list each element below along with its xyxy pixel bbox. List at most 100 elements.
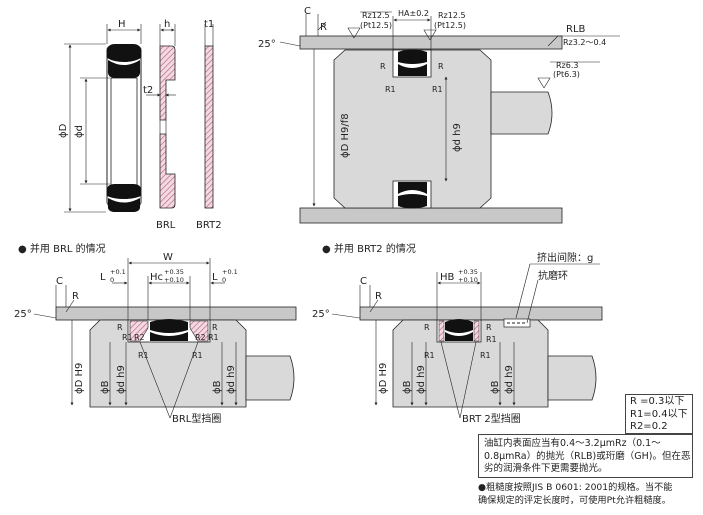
dim-L-left-tol2: 0 [110, 276, 114, 284]
brt2-R1-right: R1 [480, 351, 491, 360]
brl-R: R [72, 291, 79, 302]
groove-R1-left: R1 [385, 85, 396, 94]
rz125-left: Rz12.5 [362, 11, 390, 20]
brt2-C: C [360, 276, 367, 287]
brl-case-view: ● 并用 BRL 的情况 W L +0.1 0 Hc +0.35 +0.10 L… [14, 242, 297, 425]
brt2-case-view: ● 并用 BRT2 的情况 HB +0.35 +0.10 C R 25° R R… [312, 242, 603, 425]
seal-top [398, 49, 427, 76]
dim-H-label: H [118, 19, 126, 30]
dim-HB-tol1: +0.35 [458, 268, 478, 276]
seal-top-profile [107, 44, 141, 78]
brt2-phiB-right: ϕB [490, 380, 501, 394]
dim-C-label: C [304, 6, 311, 17]
brl-R2-left: R2 [134, 333, 145, 342]
brt2-label: BRT2 [196, 220, 222, 231]
angle-25-label: 25° [258, 39, 276, 50]
radius-line-1: R =0.3以下 [630, 396, 685, 407]
brl-backup-left [129, 320, 149, 342]
groove-R-left: R [380, 62, 386, 71]
rz63-label: Rz6.3 [556, 61, 578, 70]
dim-h-label: h [164, 19, 170, 30]
radius-line-3: R2=0.2 [630, 421, 668, 432]
dim-phid-label: ϕd [74, 125, 85, 138]
dim-HB: HB [440, 272, 455, 283]
groove-R-right: R [438, 62, 444, 71]
dim-L-right-tol: +0.1 [222, 268, 238, 276]
brl-R1-left: R1 [122, 333, 133, 342]
brl-C: C [56, 276, 63, 287]
brt2-ring [204, 45, 214, 209]
seal-ring-inner [110, 77, 138, 189]
brl-R-left: R [117, 323, 123, 332]
brl-phiD-H9: ϕD H9 [74, 363, 85, 394]
rz32-label: Rz3.2～0.4 [563, 38, 606, 47]
brl-cylinder-wall [55, 306, 297, 321]
wear-ring-label: 抗磨环 [538, 269, 568, 282]
brl-phid-h9: ϕd h9 [116, 365, 127, 394]
note-line-1: 油缸内表面应当有0.4～3.2μmRz（0.1～ [484, 438, 661, 449]
pt125-left: (Pt12.5) [360, 21, 392, 30]
brt2-backup-ring-right [473, 320, 480, 342]
seal-profile-view: H h t1 t2 ϕD ϕd BRL BRT2 [58, 19, 222, 231]
surface-finish-note: 油缸内表面应当有0.4～3.2μmRz（0.1～ 0.8μmRa）的抛光（RLB… [478, 434, 693, 478]
brt2-case-heading: ● 并用 BRT2 的情况 [322, 242, 416, 255]
brt2-backup-ring [438, 320, 445, 342]
brt2-phiB: ϕB [402, 380, 413, 394]
seal-bottom-profile [107, 184, 141, 212]
dim-Hc-tol1: +0.35 [164, 268, 184, 276]
radius-spec-box: R =0.3以下 R1=0.4以下 R2=0.2 [625, 394, 693, 434]
brl-angle: 25° [14, 309, 32, 320]
dim-HA-label: HA±0.2 [398, 9, 429, 18]
groove-R1-right: R1 [432, 85, 443, 94]
brl-rod [245, 355, 295, 401]
cylinder-wall-bottom [299, 207, 563, 224]
brt2-callout: BRT 2型挡圈 [462, 412, 521, 425]
brt2-rod [547, 355, 597, 401]
dim-phid-h9: ϕd h9 [452, 123, 463, 152]
brl-R-right: R [212, 323, 218, 332]
brt2-R1-mid: R1 [486, 335, 497, 344]
brl-ring-bottom [159, 133, 176, 209]
piston-rod [490, 91, 553, 135]
note-line-3: 劣的润滑条件下更需要抛光。 [484, 463, 608, 474]
brl-seal [150, 319, 188, 341]
brt2-phid-right: ϕd h9 [504, 365, 515, 394]
brl-phiB-right: ϕB [212, 380, 223, 394]
brt2-piston-body [392, 319, 549, 408]
radius-line-2: R1=0.4以下 [630, 408, 688, 420]
dim-phiD-label: ϕD [58, 123, 69, 138]
brt2-R: R [375, 291, 382, 302]
dim-W-label: W [163, 252, 173, 263]
dim-L-right: L [212, 272, 218, 283]
brl-phid-right: ϕd h9 [226, 365, 237, 394]
pt63-label: (Pt6.3) [553, 70, 580, 79]
brt2-R1-left: R1 [424, 351, 435, 360]
brl-R2-right: R2 [195, 333, 206, 342]
brt2-R-left: R [424, 323, 430, 332]
dim-L-left-tol: +0.1 [110, 268, 126, 276]
dim-t1-label: t1 [204, 19, 214, 30]
dim-Hc-tol2: +0.10 [164, 276, 184, 284]
brt2-phid-h9: ϕd h9 [416, 365, 427, 394]
rz125-right: Rz12.5 [438, 11, 466, 20]
housing-section-view: C R 25° ϕD H9/f8 ϕd h9 HA±0.2 Rz12.5 (Pt… [258, 6, 620, 224]
piston-body [333, 49, 492, 209]
dim-R-label: R [320, 22, 327, 33]
brl-R1-lower-left: R1 [138, 351, 149, 360]
dim-HB-tol2: +0.10 [458, 276, 478, 284]
brl-backup-right [189, 320, 209, 342]
brl-R1-right: R1 [208, 333, 219, 342]
dim-t2-label: t2 [143, 85, 153, 96]
brl-case-heading: ● 并用 BRL 的情况 [18, 242, 106, 255]
roughness-footnote: ●粗糙度按照JIS B 0601: 2001的规格。当不能 确保规定的评定长度时… [478, 482, 700, 507]
dim-L-left: L [100, 272, 106, 283]
brt2-R-right: R [486, 323, 492, 332]
footnote-line-2: 确保规定的评定长度时，可使用Pt允许粗糙度。 [478, 494, 671, 506]
brt2-seal [445, 319, 473, 341]
brl-phiB: ϕB [100, 380, 111, 394]
footnote-line-1: ●粗糙度按照JIS B 0601: 2001的规格。当不能 [478, 482, 673, 493]
extrusion-gap-label: 挤出间隙：g [537, 251, 593, 264]
brl-label: BRL [156, 220, 176, 231]
dim-phiD-h9f8: ϕD H9/f8 [340, 113, 351, 158]
